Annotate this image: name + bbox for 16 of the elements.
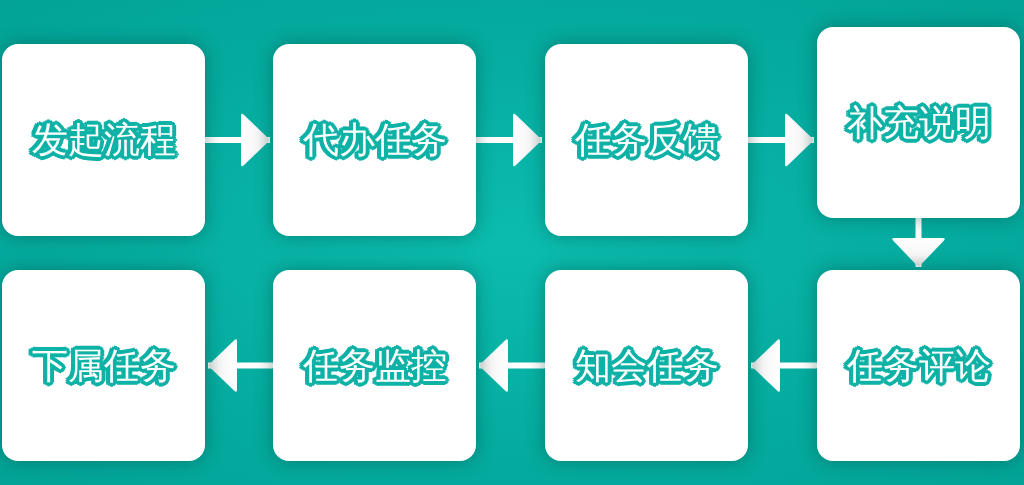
- step-label: 知会任务: [571, 343, 722, 389]
- process-card: [2, 270, 205, 461]
- step-label: 发起流程: [26, 114, 181, 166]
- process-card: [273, 270, 476, 461]
- step-label: 代办任务: [297, 114, 452, 166]
- step-label: 下属任务: [26, 339, 181, 392]
- step-label: 任务评论: [841, 339, 996, 392]
- step-label: 补充说明: [841, 96, 996, 149]
- step-label: 任务监控: [297, 339, 452, 392]
- process-card: [545, 270, 748, 461]
- process-card: [2, 44, 205, 236]
- process-card: [273, 44, 476, 236]
- process-card: [545, 44, 748, 236]
- step-label: 任务反馈: [569, 114, 724, 166]
- process-card: [817, 270, 1020, 461]
- process-card: [817, 27, 1020, 218]
